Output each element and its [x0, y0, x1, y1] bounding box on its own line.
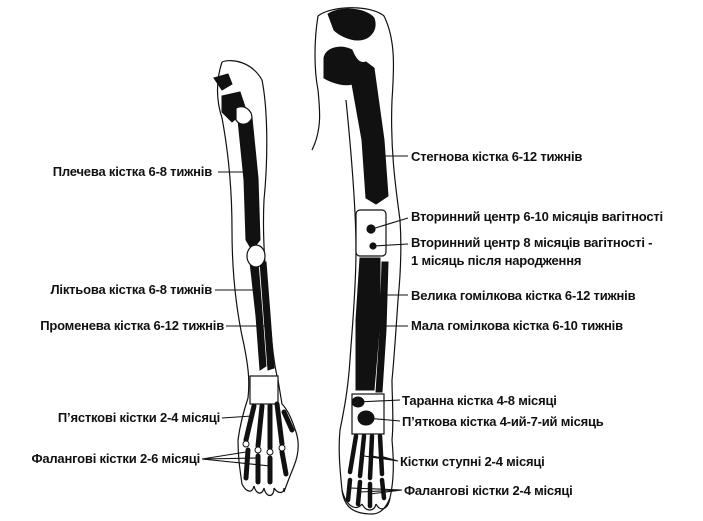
femur-head-shaft: [324, 47, 388, 204]
tibia-label: Велика гомілкова кістка 6-12 тижнів: [411, 288, 635, 304]
scapula-shape: [214, 74, 232, 90]
pelvis-crest: [328, 9, 375, 40]
secondary-center-1-label: Вторинний центр 6-10 місяців вагітності: [411, 209, 663, 225]
tibia-bone: [356, 258, 380, 390]
arm-fingers: [242, 484, 284, 496]
humerus-label: Плечева кістка 6-8 тижнів: [53, 164, 212, 180]
fibula-label: Мала гомілкова кістка 6-10 тижнів: [411, 318, 623, 334]
radius-label: Променева кістка 6-12 тижнів: [40, 318, 224, 334]
secondary-center-2-label-line1: Вторинний центр 8 місяців вагітності -: [411, 235, 652, 251]
femur-label: Стегнова кістка 6-12 тижнів: [411, 149, 582, 165]
foot-phalanges-label: Фалангові кістки 2-4 місяці: [404, 483, 573, 499]
foot-bones-label: Кістки ступні 2-4 місяці: [400, 454, 545, 470]
calcaneus-label: П’яткова кістка 4-ий-7-ий місяць: [402, 414, 604, 430]
wrist-carpals: [250, 376, 278, 404]
humerus-head-center: [236, 107, 252, 125]
talus-label: Таранна кістка 4-8 місяці: [402, 393, 557, 409]
elbow-center: [247, 245, 265, 267]
humerus-bone: [238, 118, 260, 250]
hand-phalanges-label: Фалангові кістки 2-6 місяці: [31, 451, 200, 467]
ulna-label: Ліктьова кістка 6-8 тижнів: [51, 282, 213, 298]
metacarpals-label: П’ясткові кістки 2-4 місяці: [58, 410, 220, 426]
secondary-center-2-label-line2: 1 місяць після народження: [411, 253, 581, 269]
